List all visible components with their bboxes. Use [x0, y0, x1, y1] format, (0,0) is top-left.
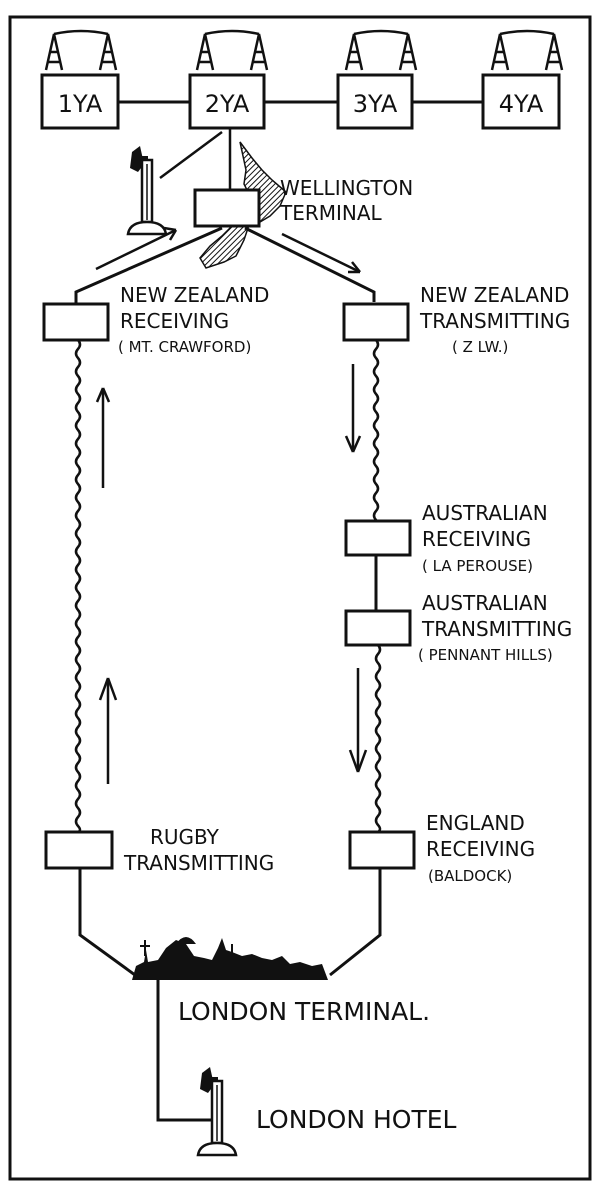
radio-path-rugby-to-nz — [74, 339, 82, 834]
station-3ya: 3YA — [336, 73, 414, 130]
candlestick-telephone-icon-wellington — [126, 144, 168, 236]
england-receiving-box — [348, 830, 416, 870]
station-label: 4YA — [499, 90, 544, 118]
australian-transmitting-label-1: AUSTRALIAN — [422, 591, 548, 615]
outer-frame — [8, 15, 592, 1181]
station-label: 2YA — [205, 90, 250, 118]
wellington-label-1: WELLINGTON — [280, 176, 413, 200]
england-receiving-label-2: RECEIVING — [426, 837, 535, 861]
london-skyline-icon — [132, 937, 328, 980]
australian-receiving-box — [344, 519, 412, 557]
arrow-down-upper — [344, 364, 362, 453]
arrow-down-lower — [348, 668, 368, 773]
nz-transmitting-label-2: TRANSMITTING — [419, 309, 570, 333]
radio-path-nz-to-australia — [372, 339, 380, 524]
arrow-up-upper — [95, 387, 111, 488]
link-2ya-phone — [159, 130, 223, 180]
australian-transmitting-box — [344, 609, 412, 647]
rugby-transmitting-box — [44, 830, 114, 870]
link-rugby-london — [78, 868, 136, 977]
nz-receiving-label-1: NEW ZEALAND — [120, 283, 269, 307]
radio-mast-icon-2ya — [195, 29, 269, 72]
nz-receiving-box — [42, 302, 110, 342]
station-label: 3YA — [353, 90, 398, 118]
england-receiving-label-1: ENGLAND — [426, 811, 525, 835]
london-terminal-label: LONDON TERMINAL. — [178, 997, 430, 1026]
station-2ya: 2YA — [188, 73, 266, 130]
rugby-label-1: RUGBY — [150, 825, 220, 849]
station-4ya: 4YA — [481, 73, 561, 130]
australian-receiving-location: ( LA PEROUSE) — [422, 557, 533, 575]
arrow-up-lower — [98, 677, 118, 784]
new-zealand-map-icon-north — [239, 141, 287, 224]
arrow-to-wellington — [95, 226, 178, 271]
station-label: 1YA — [58, 90, 103, 118]
england-receiving-location: (BALDOCK) — [428, 867, 512, 885]
australian-receiving-label-1: AUSTRALIAN — [422, 501, 548, 525]
australian-transmitting-label-2: TRANSMITTING — [421, 617, 572, 641]
nz-transmitting-callsign: ( Z LW.) — [452, 338, 508, 356]
nz-receiving-label-2: RECEIVING — [120, 309, 229, 333]
nz-transmitting-label-1: NEW ZEALAND — [420, 283, 569, 307]
radio-mast-icon-4ya — [490, 29, 564, 72]
link-wellington-nz-transmitting — [244, 226, 376, 302]
radio-path-australia-to-england — [374, 644, 382, 834]
london-hotel-label: LONDON HOTEL — [256, 1105, 457, 1134]
radio-mast-icon-3ya — [344, 29, 418, 72]
arrow-from-wellington — [281, 232, 361, 274]
link-london-terminal-hotel — [156, 980, 212, 1122]
candlestick-telephone-icon-london — [196, 1065, 238, 1157]
station-1ya: 1YA — [40, 73, 120, 130]
australian-transmitting-location: ( PENNANT HILLS) — [418, 646, 553, 664]
link-wellington-nz-receiving — [74, 226, 223, 304]
rugby-label-2: TRANSMITTING — [123, 851, 274, 875]
nz-transmitting-box — [342, 302, 410, 342]
link-baldock-london — [329, 868, 382, 977]
australian-receiving-label-2: RECEIVING — [422, 527, 531, 551]
radio-mast-icon-1ya — [44, 29, 118, 72]
new-zealand-map-icon-south — [199, 220, 252, 269]
wellington-terminal-box — [193, 188, 261, 228]
nz-receiving-location: ( MT. CRAWFORD) — [118, 338, 251, 356]
wellington-label-2: TERMINAL — [279, 201, 383, 225]
